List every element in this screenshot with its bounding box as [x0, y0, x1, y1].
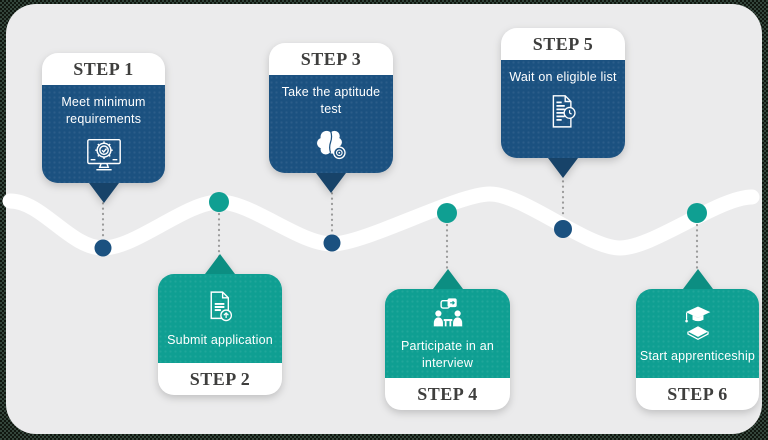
step-1-pointer [88, 183, 119, 203]
timeline-dot-4 [437, 203, 457, 223]
wave-path [2, 186, 760, 256]
step-card-6: Start apprenticeship STEP 6 [636, 269, 759, 410]
step-2-pointer [205, 254, 235, 274]
step-5-pointer [548, 158, 578, 178]
brain-target-icon [317, 130, 346, 159]
step-1-header: STEP 1 [42, 53, 165, 85]
step-6-pointer [682, 269, 713, 289]
step-description: Meet minimum requirements [61, 95, 146, 127]
step-1-body: Meet minimum requirements [42, 85, 165, 183]
step-card-5: STEP 5 Wait on eligible list [501, 28, 625, 178]
step-card-2: Submit application STEP 2 [158, 254, 282, 395]
step-4-footer: STEP 4 [385, 378, 510, 410]
step-description: Wait on eligible list [509, 70, 617, 84]
step-label: STEP 6 [667, 383, 728, 404]
step-3-body: Take the aptitude test [269, 75, 393, 173]
step-label: STEP 1 [73, 58, 134, 79]
step-description: Submit application [167, 333, 273, 348]
step-card-4: Participate in an interview STEP 4 [385, 269, 510, 410]
step-label: STEP 5 [532, 33, 594, 54]
dotted-connectors [101, 174, 699, 280]
step-3-pointer [316, 173, 346, 193]
step-2-footer: STEP 2 [158, 363, 282, 395]
timeline-dot-2 [209, 192, 229, 212]
monitor-check-icon [86, 138, 121, 170]
step-5-body: Wait on eligible list [501, 60, 625, 158]
timeline-dot-5 [554, 220, 572, 238]
timeline-dot-6 [687, 203, 707, 223]
step-label: STEP 2 [189, 368, 251, 389]
step-description: Participate in an interview [400, 338, 495, 370]
graduation-cap-icon [684, 306, 710, 341]
step-description: Start apprenticeship [639, 349, 756, 364]
timeline-dot-3 [323, 234, 341, 252]
step-5-header: STEP 5 [501, 28, 625, 60]
step-card-1: STEP 1 Meet minimum requirements [42, 53, 165, 203]
step-label: STEP 4 [417, 383, 478, 404]
step-description: Take the aptitude test [281, 85, 381, 117]
step-4-body: Participate in an interview [385, 289, 510, 378]
step-2-body: Submit application [158, 274, 282, 363]
interview-icon [433, 298, 462, 327]
step-6-body: Start apprenticeship [636, 289, 759, 378]
document-upload-icon [210, 291, 233, 322]
step-4-pointer [432, 269, 463, 289]
step-card-3: STEP 3 Take the aptitude test [269, 43, 393, 193]
step-6-footer: STEP 6 [636, 378, 759, 410]
document-clock-icon [552, 95, 576, 128]
step-3-header: STEP 3 [269, 43, 393, 75]
timeline-dot-1 [94, 239, 112, 257]
step-label: STEP 3 [300, 48, 362, 69]
